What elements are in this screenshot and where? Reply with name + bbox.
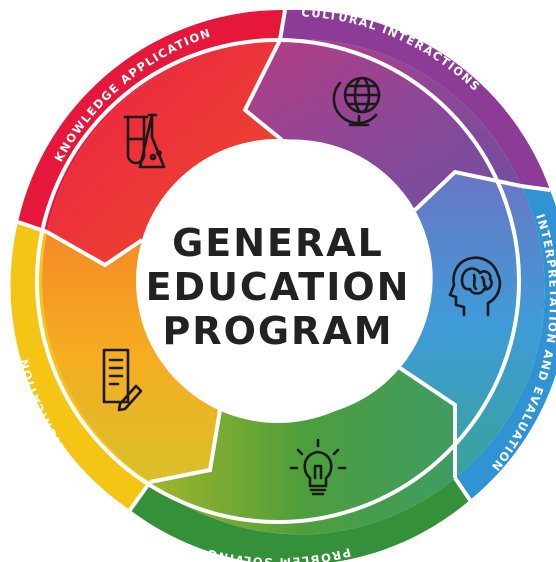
segment-knowledge-application: [47, 40, 282, 265]
segment-communication: [41, 232, 222, 482]
outer-band-communication: [10, 222, 151, 510]
segment-interpretation-evaluation: [400, 172, 545, 478]
segment-dividers: [17, 9, 551, 524]
document-pencil-icon: [102, 348, 143, 412]
outer-band-interpretation: [455, 186, 556, 500]
beakers-icon: [123, 113, 166, 169]
inner-segments: [41, 39, 545, 535]
outer-band-problem-solving: [130, 478, 470, 562]
center-circle: [136, 139, 420, 423]
outer-ring: [10, 9, 556, 562]
segment-cultural-interactions: [245, 39, 521, 211]
outer-band-cultural: [280, 9, 550, 190]
center-title-line-2: EDUCATION: [146, 265, 411, 309]
lightbulb-icon: [289, 438, 347, 496]
outer-band-knowledge: [18, 9, 285, 233]
center-title: GENERAL EDUCATION PROGRAM: [146, 221, 411, 353]
center-title-line-3: PROGRAM: [162, 309, 393, 353]
globe-icon: [332, 76, 381, 127]
brain-head-icon: [448, 256, 502, 317]
center-title-line-1: GENERAL: [172, 221, 384, 265]
